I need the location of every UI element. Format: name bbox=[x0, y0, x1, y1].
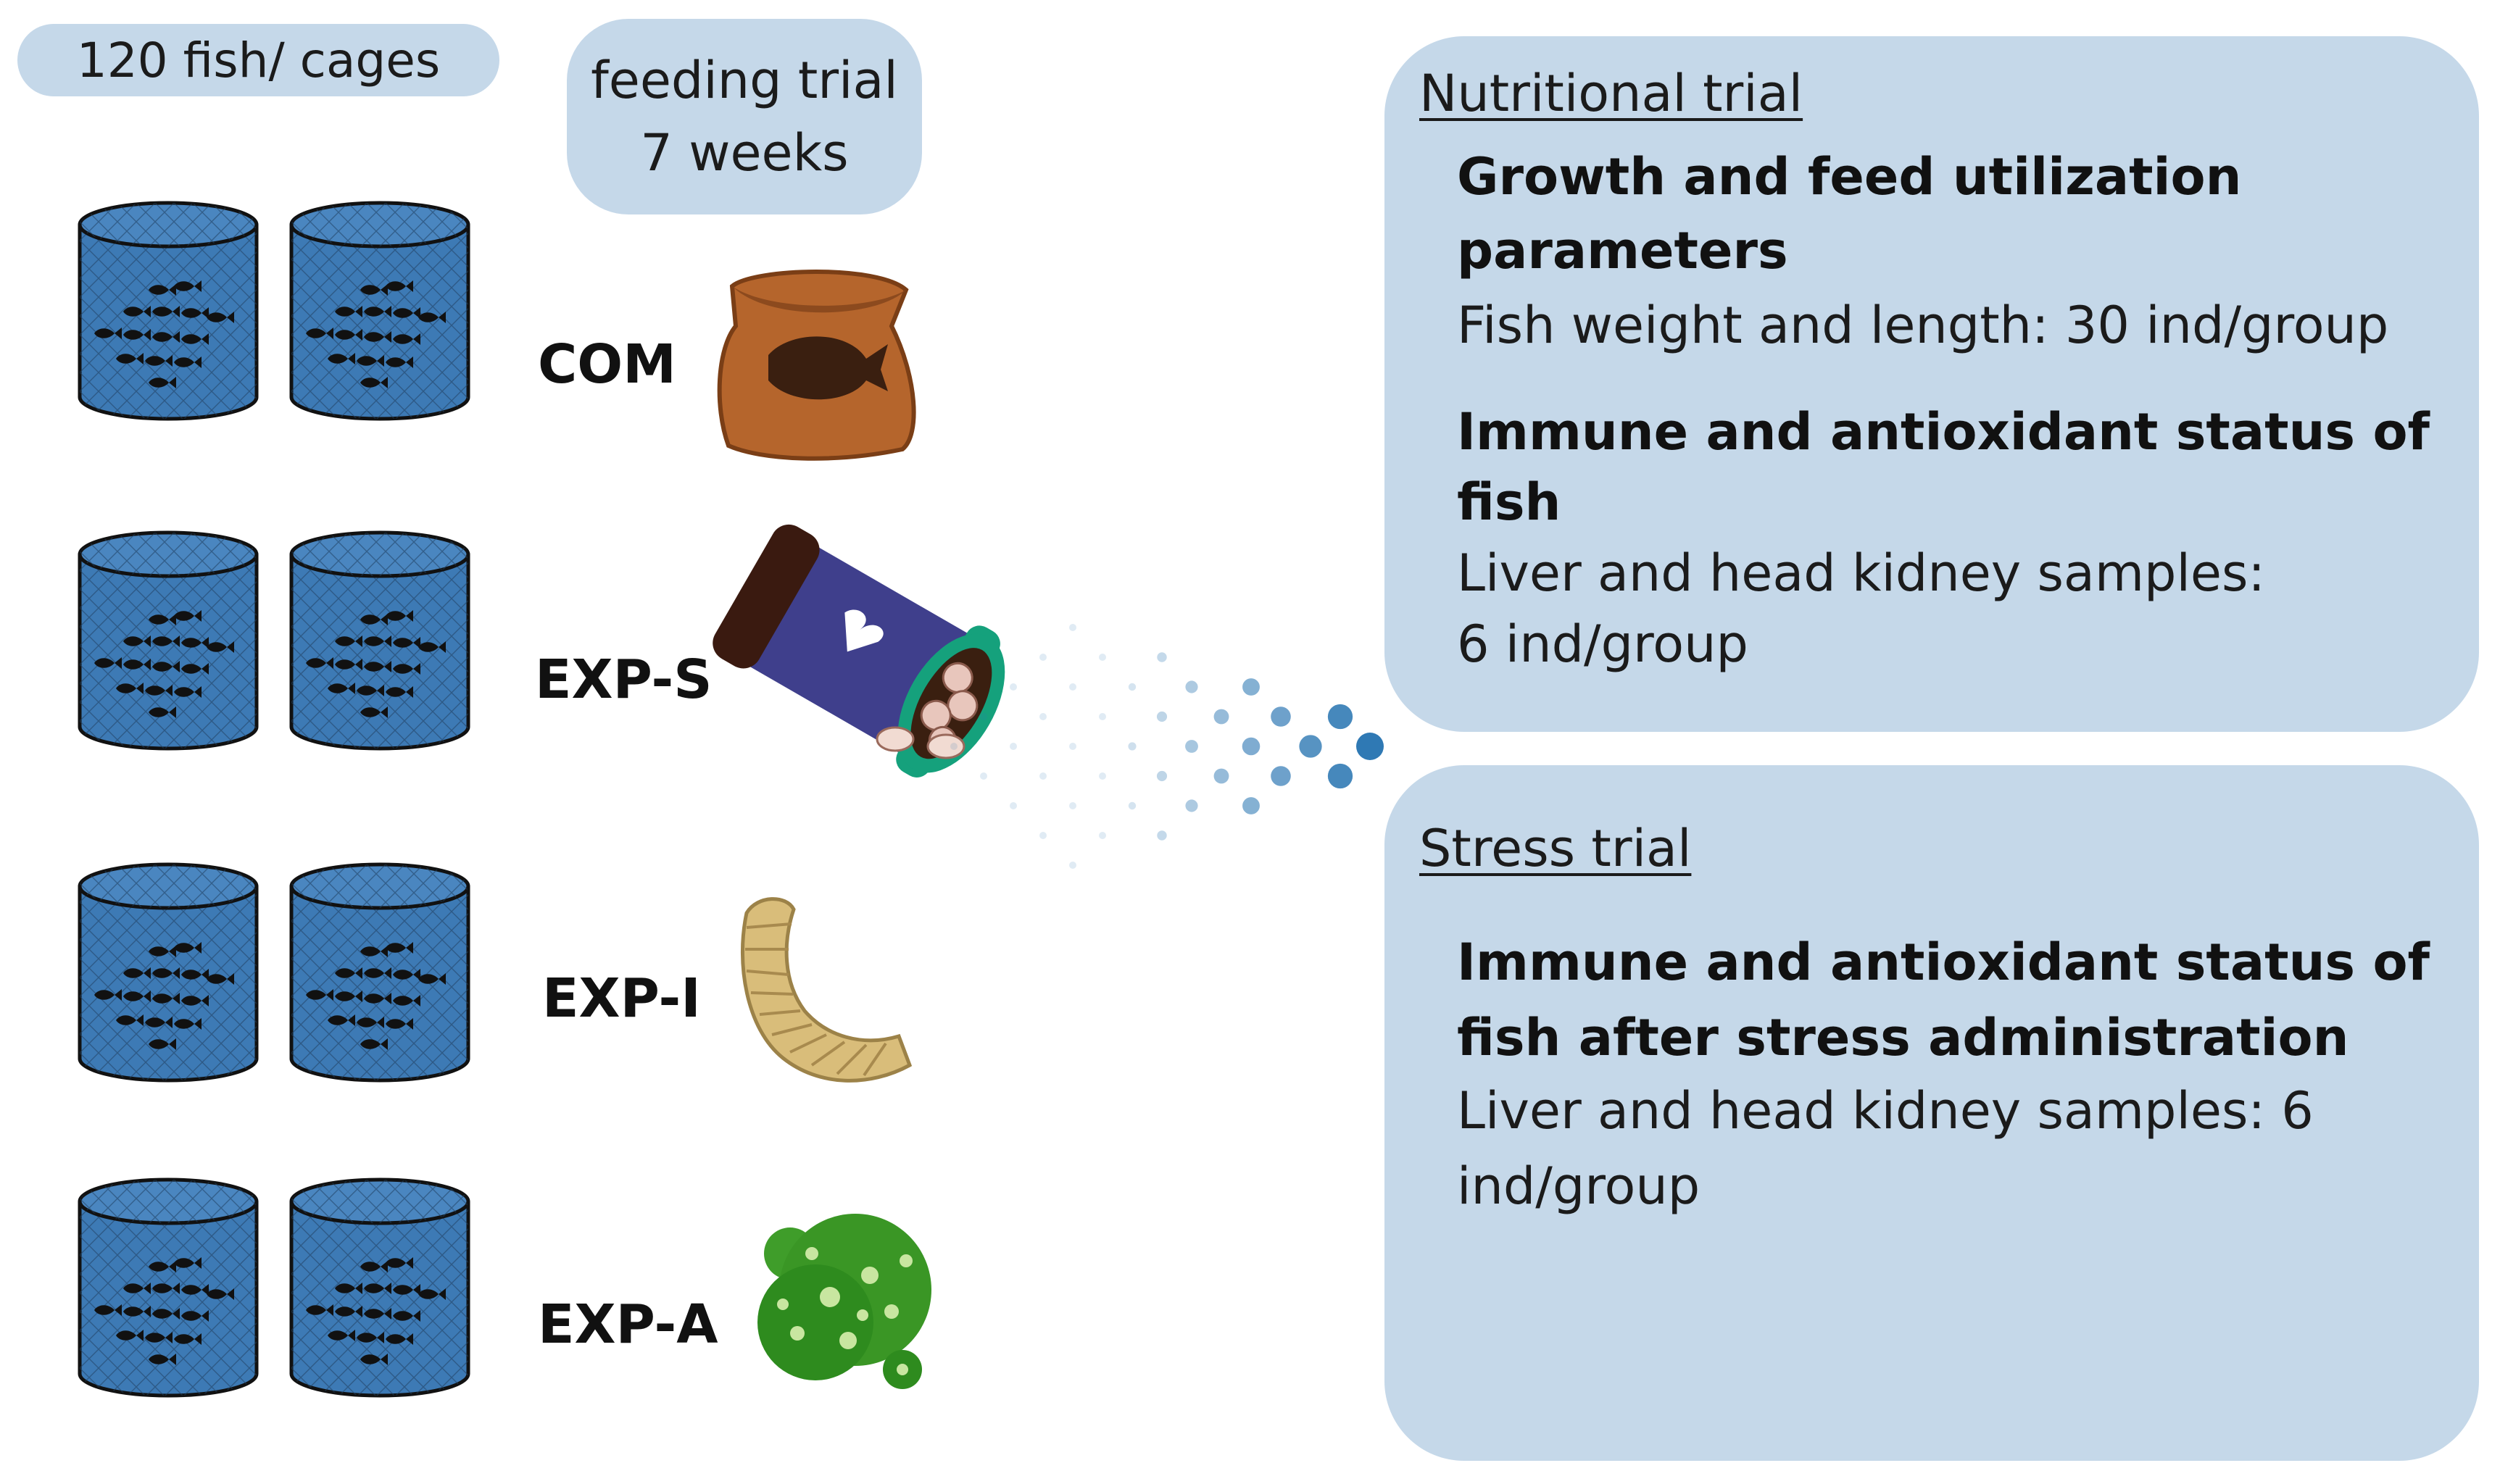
cage-icon bbox=[291, 203, 468, 419]
arrow-dot bbox=[1185, 799, 1198, 812]
arrow-dot bbox=[1010, 683, 1017, 691]
arrow-dot bbox=[1157, 652, 1167, 662]
nutritional-trial-panel bbox=[1384, 36, 2479, 732]
arrow-dot bbox=[1099, 772, 1106, 780]
stress-samples-line2: ind/group bbox=[1457, 1156, 1700, 1216]
group-label-com: COM bbox=[538, 333, 676, 396]
immune-heading-line2: fish bbox=[1457, 472, 1561, 532]
arrow-dot bbox=[1327, 704, 1353, 730]
arrow-dot bbox=[1010, 802, 1017, 809]
growth-heading-line1: Growth and feed utilization bbox=[1457, 147, 2242, 207]
arrow-dot bbox=[1327, 763, 1353, 789]
arrow-dot bbox=[1069, 743, 1076, 750]
arrow-dot bbox=[1010, 743, 1017, 750]
arrow-dot bbox=[1356, 733, 1384, 760]
nutritional-trial-title: Nutritional trial bbox=[1419, 64, 1803, 123]
arrow-dot bbox=[1271, 766, 1291, 786]
arrow-dot bbox=[950, 743, 958, 750]
arrow-dot bbox=[1213, 768, 1229, 784]
arrow-dot bbox=[1185, 680, 1198, 693]
stress-samples-line1: Liver and head kidney samples: 6 bbox=[1457, 1081, 2314, 1141]
group-label-exp-a: EXP-A bbox=[538, 1293, 718, 1356]
cage-icon bbox=[80, 864, 257, 1080]
arrow-dot bbox=[1039, 832, 1047, 839]
arrow-dot bbox=[1156, 711, 1168, 722]
algae-icon bbox=[757, 1214, 931, 1389]
cages-label-text: 120 fish/ cages bbox=[76, 32, 441, 88]
feeding-trial-line1: feeding trial bbox=[591, 51, 898, 110]
arrow-dot bbox=[1128, 742, 1137, 751]
cage-icon bbox=[291, 864, 468, 1080]
immune-heading-line1: Immune and antioxidant status of bbox=[1457, 402, 2430, 462]
stress-heading-line1: Immune and antioxidant status of bbox=[1457, 933, 2430, 992]
feeding-trial-line2: 7 weeks bbox=[640, 123, 849, 183]
cage-icon bbox=[291, 533, 468, 749]
arrow-dot bbox=[1213, 709, 1229, 725]
liver-samples-line1: Liver and head kidney samples: bbox=[1457, 543, 2266, 603]
arrow-dot bbox=[1069, 624, 1076, 631]
arrow-dot bbox=[1242, 678, 1260, 696]
arrow-dot bbox=[1069, 862, 1076, 869]
arrow-dot bbox=[1299, 735, 1322, 758]
arrow-dot bbox=[1242, 737, 1261, 756]
arrow-dot bbox=[1039, 713, 1047, 720]
supplement-jar-icon bbox=[713, 524, 1005, 778]
arrow-dot bbox=[1099, 832, 1106, 839]
fish-weight-length-text: Fish weight and length: 30 ind/group bbox=[1457, 296, 2389, 355]
arrow-dot bbox=[1271, 706, 1291, 727]
arrow-dot bbox=[1069, 802, 1076, 809]
arrow-dot bbox=[1039, 772, 1047, 780]
growth-heading-line2: parameters bbox=[1457, 221, 1788, 280]
arrow-dot bbox=[1039, 654, 1047, 661]
arrow-dot bbox=[1099, 713, 1106, 720]
insect-larva-icon bbox=[740, 897, 913, 1083]
cage-icon bbox=[291, 1180, 468, 1396]
feeding-trial-label: feeding trial 7 weeks bbox=[567, 19, 922, 214]
stress-trial-panel bbox=[1384, 765, 2479, 1461]
cage-icon bbox=[80, 1180, 257, 1396]
stress-trial-title: Stress trial bbox=[1419, 819, 1692, 878]
group-label-exp-s: EXP-S bbox=[535, 649, 713, 711]
arrow-dot bbox=[1069, 683, 1076, 691]
cage-icon bbox=[80, 203, 257, 419]
stress-heading-line2: fish after stress administration bbox=[1457, 1008, 2349, 1067]
cages-label: 120 fish/ cages bbox=[17, 24, 499, 96]
arrow-dot bbox=[1156, 770, 1168, 782]
arrow-dot bbox=[1099, 654, 1106, 661]
arrow-icon bbox=[950, 624, 1384, 869]
arrow-dot bbox=[1128, 683, 1137, 691]
liver-samples-line2: 6 ind/group bbox=[1457, 614, 1748, 674]
feed-bag-icon bbox=[717, 270, 916, 461]
cage-icon bbox=[80, 533, 257, 749]
group-label-exp-i: EXP-I bbox=[542, 967, 701, 1030]
arrow-dot bbox=[1157, 830, 1167, 841]
arrow-dot bbox=[1128, 801, 1137, 810]
arrow-dot bbox=[1185, 740, 1198, 753]
arrow-dot bbox=[980, 772, 987, 780]
arrow-dot bbox=[1242, 797, 1260, 814]
arrow-dot bbox=[980, 713, 987, 720]
